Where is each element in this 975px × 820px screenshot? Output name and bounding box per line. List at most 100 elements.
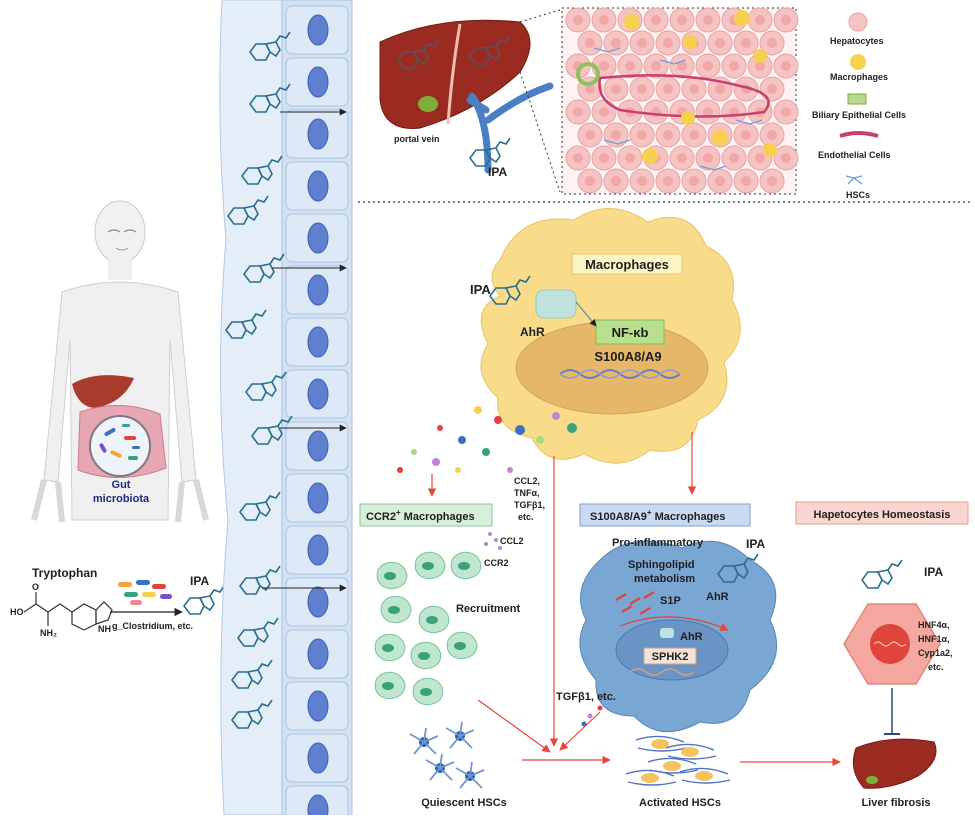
tissue-hepatocyte bbox=[565, 99, 591, 125]
s1p-label: S1P bbox=[660, 595, 681, 607]
tissue-hepatocyte bbox=[565, 7, 591, 33]
tissue-hepatocyte bbox=[591, 7, 617, 33]
tissue-hepatocyte bbox=[695, 145, 721, 171]
ipa-molecule-gut bbox=[183, 585, 225, 615]
nfkb-label: NF-κb bbox=[612, 325, 649, 340]
tissue-hepatocyte bbox=[773, 145, 799, 171]
ahr-receptor bbox=[535, 289, 577, 319]
quiescent-label: Quiescent HSCs bbox=[421, 797, 507, 809]
macrophages-title: Macrophages bbox=[585, 257, 669, 272]
activated-label: Activated HSCs bbox=[639, 797, 721, 809]
legend: Hepatocytes Macrophages Biliary Epitheli… bbox=[812, 12, 906, 200]
s100-panel: S100A8/A9+ Macrophages Pro-inflammatory … bbox=[556, 503, 778, 733]
gut-label-1: Gut bbox=[112, 479, 131, 491]
legend-biliary: Biliary Epithelial Cells bbox=[812, 110, 906, 120]
legend-macrophages: Macrophages bbox=[830, 72, 888, 82]
recruitment-label: Recruitment bbox=[456, 603, 521, 615]
intestinal-epithelium bbox=[219, 0, 353, 820]
hep-panel: Hapetocytes Homeostasis IPA HNF4α, HNF1α… bbox=[795, 501, 969, 735]
tissue-hepatocyte bbox=[747, 7, 773, 33]
s100-title: S100A8/A9+ Macrophages bbox=[590, 508, 726, 523]
cell-nucleus bbox=[307, 326, 329, 358]
tissue-hepatocyte bbox=[655, 76, 681, 102]
microbiota-magnifier bbox=[89, 415, 151, 477]
tissue-hepatocyte bbox=[669, 7, 695, 33]
tissue-hepatocyte bbox=[655, 168, 681, 194]
cell-nucleus bbox=[307, 274, 329, 306]
liver-tissue-zoom bbox=[561, 7, 799, 195]
tissue-hepatocyte bbox=[773, 99, 799, 125]
tissue-hepatocyte bbox=[681, 122, 707, 148]
cell-nucleus bbox=[307, 14, 329, 46]
tissue-hepatocyte bbox=[773, 53, 799, 79]
ccr2-receptor-label: CCR2 bbox=[484, 558, 509, 568]
tissue-hepatocyte bbox=[669, 53, 695, 79]
cell-nucleus bbox=[307, 482, 329, 514]
secreted-line-2: TNFα, bbox=[514, 488, 540, 498]
tissue-hepatocyte bbox=[655, 30, 681, 56]
legend-endothelial: Endothelial Cells bbox=[818, 150, 891, 160]
tryptophan-structure bbox=[23, 592, 113, 631]
tissue-hepatocyte bbox=[733, 168, 759, 194]
tissue-hepatocyte bbox=[695, 99, 721, 125]
fibrotic-liver bbox=[852, 738, 937, 789]
cell-nucleus bbox=[307, 170, 329, 202]
epithelial-cells bbox=[285, 5, 349, 820]
tissue-hepatocyte bbox=[759, 168, 785, 194]
human-figure: Gut microbiota bbox=[31, 200, 209, 523]
atom-ho: HO bbox=[10, 607, 24, 617]
tissue-hepatocyte bbox=[707, 30, 733, 56]
legend-hepatocytes: Hepatocytes bbox=[830, 36, 884, 46]
tissue-hepatocyte bbox=[669, 145, 695, 171]
atom-nh2: NH₂ bbox=[40, 628, 57, 638]
tissue-hepatocyte bbox=[577, 30, 603, 56]
red-arrows bbox=[427, 432, 841, 767]
ccl2-label: CCL2 bbox=[500, 536, 524, 546]
sphingolipid-label-1: Sphingolipid bbox=[628, 559, 695, 571]
secreted-cytokines bbox=[397, 406, 577, 473]
quiescent-hscs bbox=[409, 721, 485, 789]
bacteria-cluster bbox=[118, 580, 172, 605]
sphingolipid-label-2: metabolism bbox=[634, 573, 695, 585]
tissue-hepatocyte bbox=[695, 7, 721, 33]
cell-nucleus bbox=[307, 378, 329, 410]
tissue-hepatocyte bbox=[695, 53, 721, 79]
cell-nucleus bbox=[307, 222, 329, 254]
tissue-hepatocyte bbox=[577, 122, 603, 148]
ccr2-panel: CCR2+ Macrophages CCL2 CCR2 Recruitment bbox=[359, 503, 524, 706]
fibrosis-label: Liver fibrosis bbox=[861, 797, 930, 809]
tissue-hepatocyte bbox=[773, 7, 799, 33]
human-liver bbox=[72, 375, 134, 408]
tissue-hepatocyte bbox=[707, 168, 733, 194]
cell-nucleus bbox=[307, 66, 329, 98]
cell-nucleus bbox=[307, 690, 329, 722]
ahr-label-s100-1: AhR bbox=[706, 591, 729, 603]
portal-vein-label: portal vein bbox=[394, 134, 440, 144]
atom-nh: NH bbox=[98, 624, 111, 634]
tissue-hepatocyte bbox=[629, 76, 655, 102]
tissue-hepatocyte bbox=[643, 99, 669, 125]
tissue-hepatocyte bbox=[603, 76, 629, 102]
tissue-hepatocyte bbox=[721, 99, 747, 125]
ccr2-title: CCR2+ Macrophages bbox=[366, 508, 475, 523]
cell-nucleus bbox=[307, 742, 329, 774]
gene-line-1: HNF4α, bbox=[918, 620, 950, 630]
tissue-hepatocyte bbox=[655, 122, 681, 148]
s100-label: S100A8/A9 bbox=[594, 349, 661, 364]
cell-nucleus bbox=[307, 534, 329, 566]
cell-nucleus bbox=[307, 638, 329, 670]
tissue-hepatocyte bbox=[629, 168, 655, 194]
tissue-hepatocyte bbox=[629, 30, 655, 56]
secreted-line-3: TGFβ1, bbox=[514, 500, 545, 510]
tissue-hepatocyte bbox=[617, 145, 643, 171]
tissue-hepatocyte bbox=[591, 99, 617, 125]
macrophage-cell: Macrophages NF-κb S100A8/A9 IPA AhR CCL2… bbox=[397, 208, 741, 522]
tissue-hepatocyte bbox=[681, 168, 707, 194]
cell-nucleus bbox=[307, 118, 329, 150]
secreted-line-1: CCL2, bbox=[514, 476, 540, 486]
atom-o: O bbox=[32, 582, 39, 592]
ipa-label-liver: IPA bbox=[488, 165, 507, 179]
gene-line-3: Cyp1a2, bbox=[918, 648, 953, 658]
legend-hscs: HSCs bbox=[846, 190, 870, 200]
transport-arrows bbox=[262, 108, 347, 592]
